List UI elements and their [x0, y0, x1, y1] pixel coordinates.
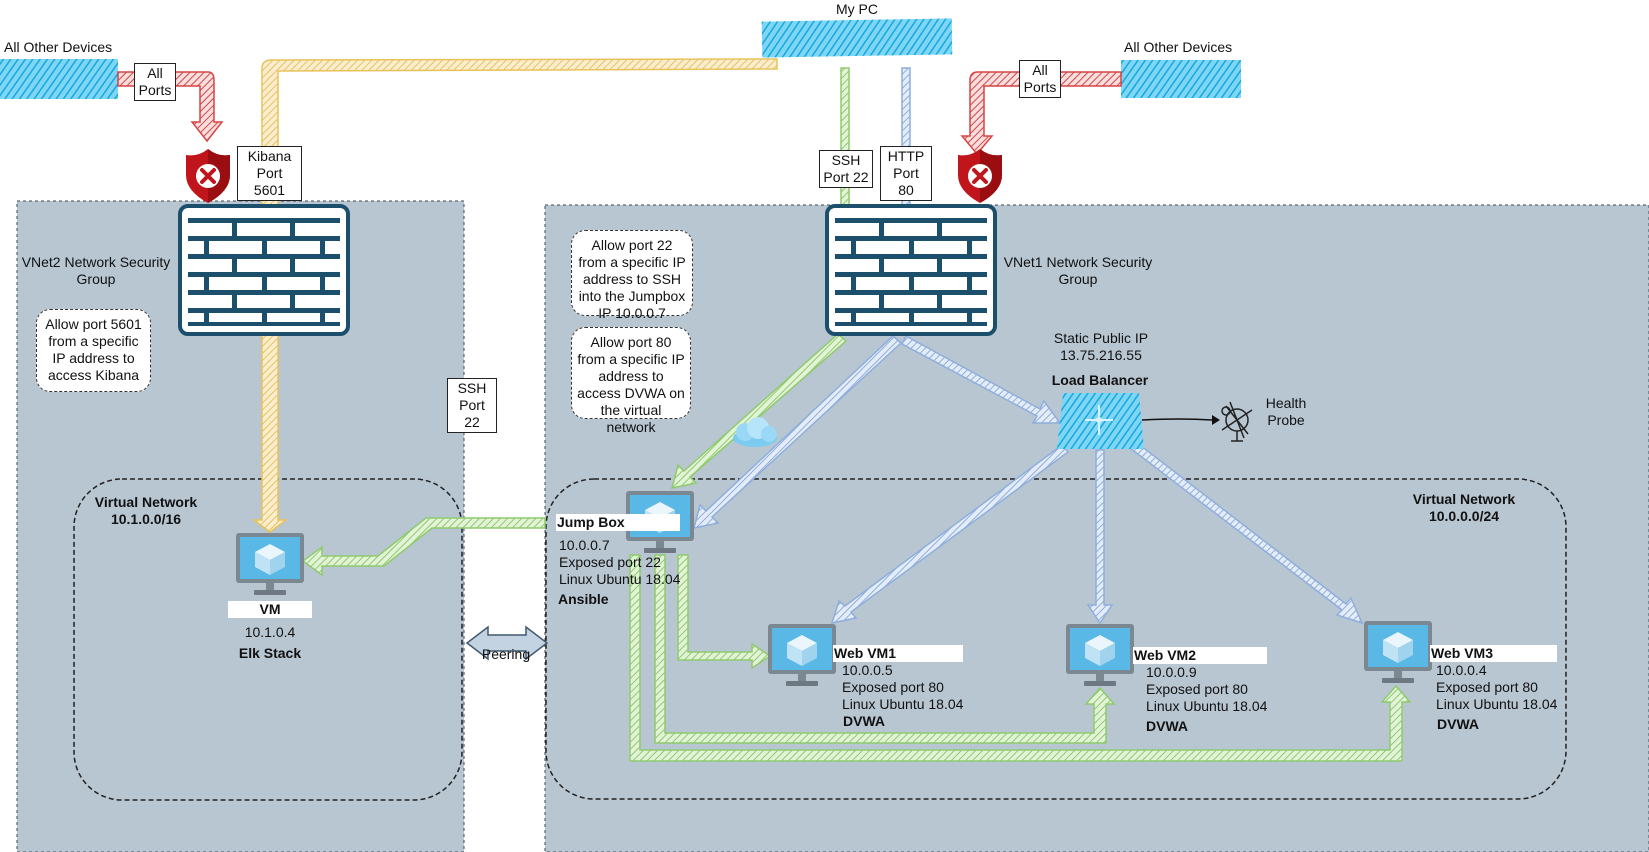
web-vm2-role: DVWA: [1146, 718, 1188, 734]
vnet2-virtual-network-label: Virtual Network 10.1.0.0/16: [94, 494, 198, 527]
web-vm1-ip: 10.0.0.5: [842, 662, 893, 678]
load-balancer-icon: [1057, 393, 1144, 449]
elk-vm-name: VM: [228, 601, 312, 618]
web-vm2-port: Exposed port 80: [1146, 681, 1248, 697]
http-link-to-jumpbox: [692, 334, 903, 529]
peering-arrow: [465, 625, 549, 661]
web-vm3-name: Web VM3: [1430, 645, 1558, 662]
jump-box-text: Jump Box 10.0.0.7 Exposed port 22 Linux …: [556, 514, 681, 608]
health-probe-label: Health Probe: [1265, 395, 1307, 428]
web-vm2-text: Web VM2 10.0.0.9 Exposed port 80 Linux U…: [1133, 647, 1268, 735]
static-public-ip-label: Static Public IP 13.75.216.55: [1053, 330, 1149, 363]
jump-box-role: Ansible: [558, 591, 609, 607]
other-devices-left: [0, 59, 118, 99]
web-vm3-os: Linux Ubuntu 18.04: [1436, 696, 1558, 712]
deny-shield-left-icon: [184, 147, 232, 205]
web-vm2-name: Web VM2: [1133, 647, 1268, 664]
ssh-port-mid-label: SSH Port 22: [447, 378, 497, 433]
other-devices-right-label: All Other Devices: [1124, 39, 1233, 55]
other-devices-left-label: All Other Devices: [4, 39, 113, 55]
jumpbox-to-web-vm1: [677, 554, 772, 670]
deny-link-right: [960, 71, 1122, 156]
kibana-link: [251, 58, 778, 533]
web-vm3-ip: 10.0.0.4: [1436, 662, 1487, 678]
lb-to-web-vm3: [1128, 441, 1364, 625]
peering-label: Peering: [481, 646, 531, 662]
jumpbox-to-web-vm2: [654, 554, 1116, 744]
jump-box-name: Jump Box: [556, 514, 681, 531]
vnet1-title: VNet1 Network Security Group: [1003, 254, 1153, 287]
vnet1-virtual-network-label: Virtual Network 10.0.0.0/24: [1412, 491, 1516, 524]
all-ports-left-label: All Ports: [134, 63, 176, 101]
load-balancer-label: Load Balancer: [1051, 372, 1149, 388]
all-ports-right-label: All Ports: [1019, 60, 1061, 98]
lb-to-web-vm2: [1086, 449, 1114, 625]
http-link-to-lb: [901, 334, 1062, 424]
web-vm1-role: DVWA: [843, 713, 885, 729]
web-vm2-ip: 10.0.0.9: [1146, 664, 1197, 680]
other-devices-right: [1121, 60, 1241, 98]
vnet2-firewall-icon: [178, 204, 350, 336]
lb-to-health-probe-arrow: [1141, 418, 1213, 421]
elk-vm-text: VM 10.1.0.4 Elk Stack: [228, 601, 312, 662]
vnet2-rule-note: Allow port 5601 from a specific IP addre…: [36, 309, 151, 392]
elk-vm-role: Elk Stack: [238, 645, 302, 661]
my-pc-label: My PC: [836, 1, 878, 17]
web-vm1-text: Web VM1 10.0.0.5 Exposed port 80 Linux U…: [833, 645, 964, 730]
vnet1-http-rule-note: Allow port 80 from a specific IP address…: [571, 327, 691, 435]
health-probe-icon: [1221, 401, 1253, 442]
web-vm3-role: DVWA: [1437, 716, 1479, 732]
vnet1-ssh-rule-note: Allow port 22 from a specific IP address…: [571, 230, 693, 321]
web-vm1-port: Exposed port 80: [842, 679, 944, 695]
jumpbox-to-web-vm3: [629, 554, 1412, 762]
vnet1-firewall-icon: [825, 204, 997, 336]
deny-link-left: [117, 71, 224, 143]
my-pc-device: [761, 18, 953, 58]
web-vm3-port: Exposed port 80: [1436, 679, 1538, 695]
web-vm3-text: Web VM3 10.0.0.4 Exposed port 80 Linux U…: [1430, 645, 1558, 733]
jump-box-ip: 10.0.0.7: [559, 537, 610, 553]
web-vm2-os: Linux Ubuntu 18.04: [1146, 698, 1268, 714]
vnet2-title: VNet2 Network Security Group: [21, 254, 171, 287]
kibana-port-label: Kibana Port 5601: [237, 146, 302, 201]
http-port-label: HTTP Port 80: [880, 146, 932, 201]
cloud-icon: [733, 417, 777, 447]
lb-to-web-vm1: [830, 443, 1070, 624]
elk-vm-ip: 10.1.0.4: [244, 624, 296, 640]
jumpbox-to-elk-vm: [301, 517, 546, 577]
vnet1-virtual-network-boundary: [545, 478, 1567, 800]
ssh-link-to-jumpbox: [670, 332, 848, 489]
jump-box-port: Exposed port 22: [559, 554, 661, 570]
ssh-port-top-label: SSH Port 22: [819, 150, 873, 188]
web-vm1-os: Linux Ubuntu 18.04: [842, 696, 964, 712]
deny-shield-right-icon: [956, 147, 1004, 205]
jump-box-os: Linux Ubuntu 18.04: [559, 571, 681, 587]
web-vm1-name: Web VM1: [833, 645, 964, 662]
